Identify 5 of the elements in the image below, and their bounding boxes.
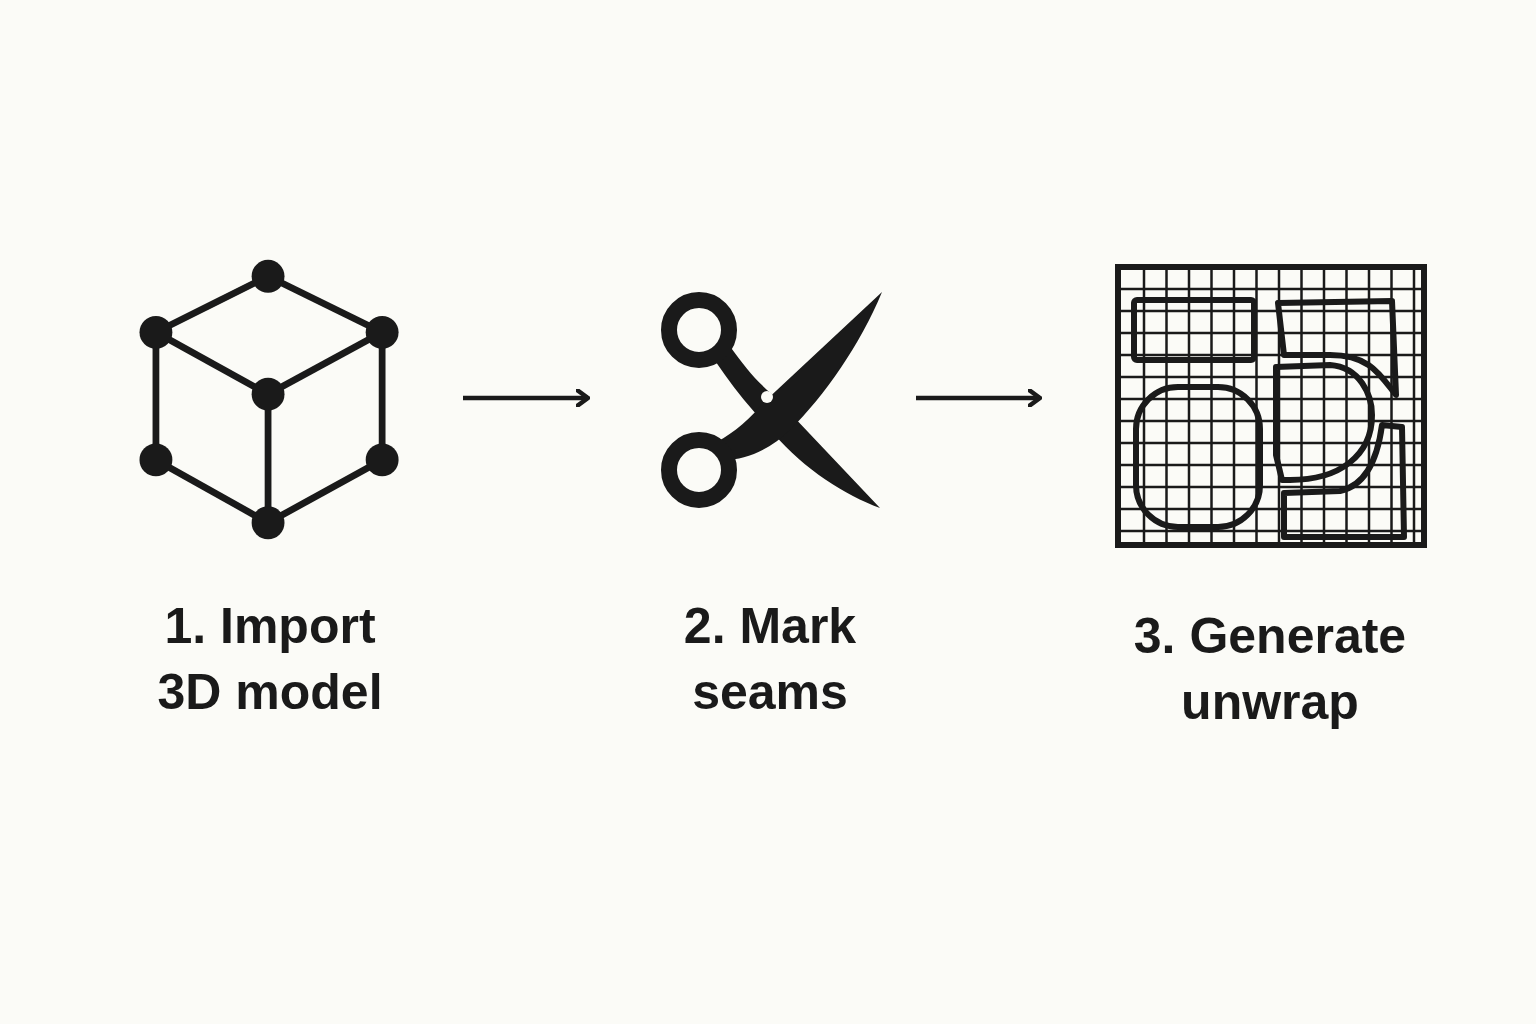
step-label: 2. Mark seams	[682, 597, 858, 722]
arrow	[916, 387, 1043, 409]
arrow	[463, 387, 591, 409]
step-label: 3. Generate unwrap	[1132, 607, 1408, 732]
step-label: 1. Import 3D model	[156, 597, 384, 722]
